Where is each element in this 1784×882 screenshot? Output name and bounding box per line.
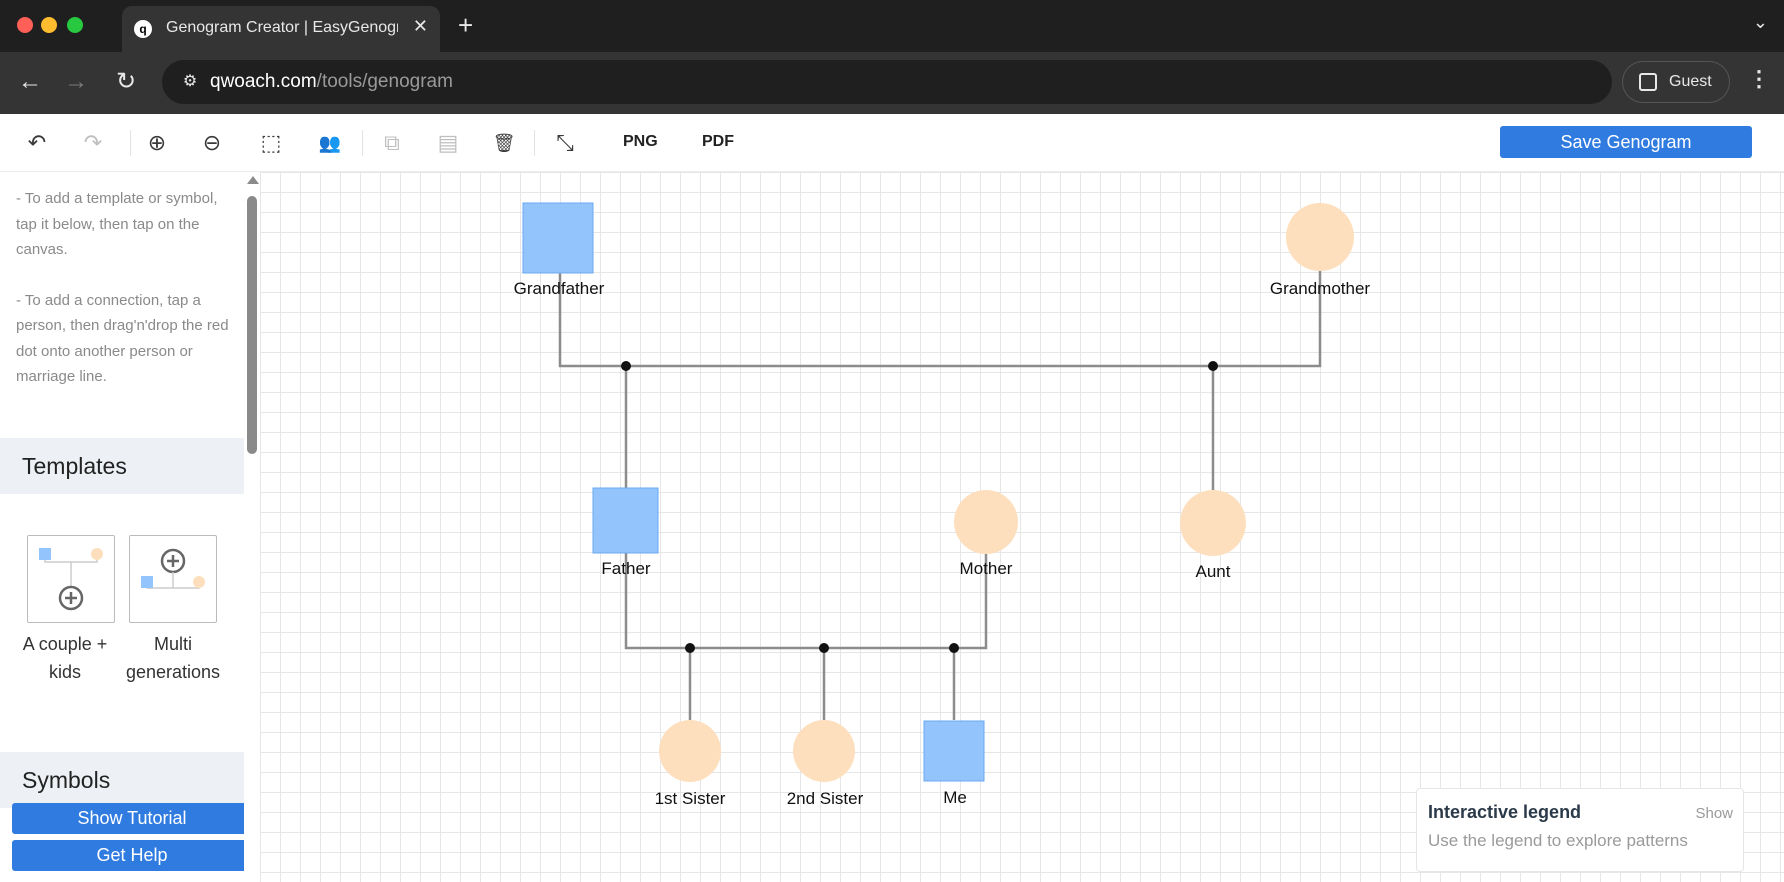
show-tutorial-button[interactable]: Show Tutorial <box>12 803 244 834</box>
connection-junctions <box>621 361 1218 653</box>
legend-description: Use the legend to explore patterns <box>1428 831 1688 850</box>
legend-show-toggle[interactable]: Show <box>1695 805 1733 822</box>
person-me[interactable]: Me <box>923 720 985 807</box>
person-mother[interactable]: Mother <box>954 490 1018 578</box>
group-icon[interactable]: 👥 <box>318 133 342 153</box>
zoom-in-icon[interactable]: ⊕ <box>147 130 167 155</box>
help-instructions: - To add a template or symbol, tap it be… <box>16 186 230 415</box>
get-help-button[interactable]: Get Help <box>12 840 244 871</box>
person-label: Grandfather <box>514 279 605 298</box>
junction-dot[interactable] <box>621 361 631 371</box>
symbols-heading: Symbols <box>0 752 244 808</box>
parents-marriage-line[interactable] <box>624 530 988 650</box>
tab-title: Genogram Creator | EasyGenogram <box>166 19 398 36</box>
junction-dot[interactable] <box>685 643 695 653</box>
genogram-diagram: Grandfather Grandmother Father Mother Au… <box>514 202 1370 808</box>
scrollbar-thumb[interactable] <box>247 196 257 454</box>
export-png-button[interactable]: PNG <box>623 133 658 150</box>
window-minimize-button[interactable] <box>41 17 57 33</box>
template-couple-kids-label: A couple + kids <box>22 634 108 682</box>
person-label: Aunt <box>1196 562 1231 581</box>
tab-close-icon[interactable]: ✕ <box>412 16 428 36</box>
reload-icon[interactable]: ↻ <box>115 68 137 95</box>
junction-dot[interactable] <box>819 643 829 653</box>
person-label: Me <box>943 788 967 807</box>
profile-label: Guest <box>1669 73 1712 90</box>
profile-icon <box>1639 73 1657 91</box>
help-template-instruction: - To add a template or symbol, tap it be… <box>16 190 218 258</box>
person-grandfather[interactable]: Grandfather <box>514 202 605 298</box>
site-info-icon[interactable]: ⚙ <box>182 73 198 90</box>
browser-address-row: ← → ↻ ⚙ qwoach.com/tools/genogram Guest … <box>0 52 1784 114</box>
couple-kids-preview-icon <box>39 548 103 611</box>
zoom-out-icon[interactable]: ⊖ <box>202 130 222 155</box>
url-path: /tools/genogram <box>316 71 453 92</box>
window-maximize-button[interactable] <box>67 17 83 33</box>
person-1st-sister[interactable]: 1st Sister <box>655 720 726 808</box>
junction-dot[interactable] <box>949 643 959 653</box>
person-label: Father <box>601 559 650 578</box>
toolbar-divider <box>362 130 363 156</box>
tab-search-chevron-icon[interactable]: ⌄ <box>1752 12 1768 32</box>
delete-icon[interactable]: 🗑 <box>492 133 516 153</box>
save-genogram-button[interactable]: Save Genogram <box>1500 126 1752 158</box>
favicon-icon: q <box>134 20 152 38</box>
person-grandmother[interactable]: Grandmother <box>1270 203 1370 298</box>
export-pdf-button[interactable]: PDF <box>702 133 734 150</box>
toolbar-divider <box>534 130 535 156</box>
interactive-legend-panel: Interactive legend Show Use the legend t… <box>1416 788 1744 872</box>
window-close-button[interactable] <box>17 17 33 33</box>
browser-menu-icon[interactable]: ⋮ <box>1748 66 1770 91</box>
profile-button[interactable]: Guest <box>1622 61 1730 103</box>
browser-tab[interactable]: q Genogram Creator | EasyGenogram ✕ <box>122 6 440 52</box>
url-text[interactable]: qwoach.com/tools/genogram <box>210 71 453 93</box>
person-father[interactable]: Father <box>592 487 659 578</box>
select-area-icon[interactable]: ⬚ <box>260 130 282 155</box>
redo-icon[interactable]: ↷ <box>83 130 103 155</box>
fit-to-screen-icon[interactable]: ⤡ <box>556 130 574 155</box>
person-label: Mother <box>960 559 1013 578</box>
help-connection-instruction: - To add a connection, tap a person, the… <box>16 291 229 386</box>
paste-icon[interactable]: ▤ <box>437 130 459 155</box>
template-multi-generations[interactable] <box>129 535 217 623</box>
sidebar-scrollbar[interactable] <box>244 172 260 882</box>
scroll-up-arrow-icon[interactable] <box>247 176 259 184</box>
url-host: qwoach.com <box>210 71 317 92</box>
back-icon[interactable]: ← <box>18 68 42 95</box>
genogram-canvas[interactable]: Grandfather Grandmother Father Mother Au… <box>260 172 1784 882</box>
person-label: 2nd Sister <box>787 789 864 808</box>
person-label: Grandmother <box>1270 279 1370 298</box>
template-multi-generations-label: Multi generations <box>125 634 221 682</box>
browser-tab-bar: q Genogram Creator | EasyGenogram ✕ + ⌄ <box>0 0 1784 52</box>
toolbar-divider <box>130 130 131 156</box>
address-bar[interactable]: ⚙ qwoach.com/tools/genogram <box>162 60 1612 104</box>
copy-icon[interactable]: ⧉ <box>384 130 400 155</box>
grandparents-marriage-line[interactable] <box>558 250 1322 368</box>
legend-title: Interactive legend <box>1428 802 1582 822</box>
person-aunt[interactable]: Aunt <box>1180 490 1246 581</box>
relationship-lines <box>558 250 1322 720</box>
undo-icon[interactable]: ↶ <box>27 130 47 155</box>
multi-generations-preview-icon <box>141 548 205 589</box>
person-label: 1st Sister <box>655 789 726 808</box>
person-2nd-sister[interactable]: 2nd Sister <box>787 720 864 808</box>
sidebar-panel: - To add a template or symbol, tap it be… <box>0 172 244 882</box>
editor-toolbar: ↶ ↷ ⊕ ⊖ ⬚ 👥 ⧉ ▤ 🗑 ⤡ PNG PDF Save Genogra… <box>0 114 1784 172</box>
templates-heading: Templates <box>0 438 244 494</box>
new-tab-icon[interactable]: + <box>458 10 474 40</box>
junction-dot[interactable] <box>1208 361 1218 371</box>
template-couple-kids[interactable] <box>27 535 115 623</box>
forward-icon[interactable]: → <box>64 68 88 95</box>
